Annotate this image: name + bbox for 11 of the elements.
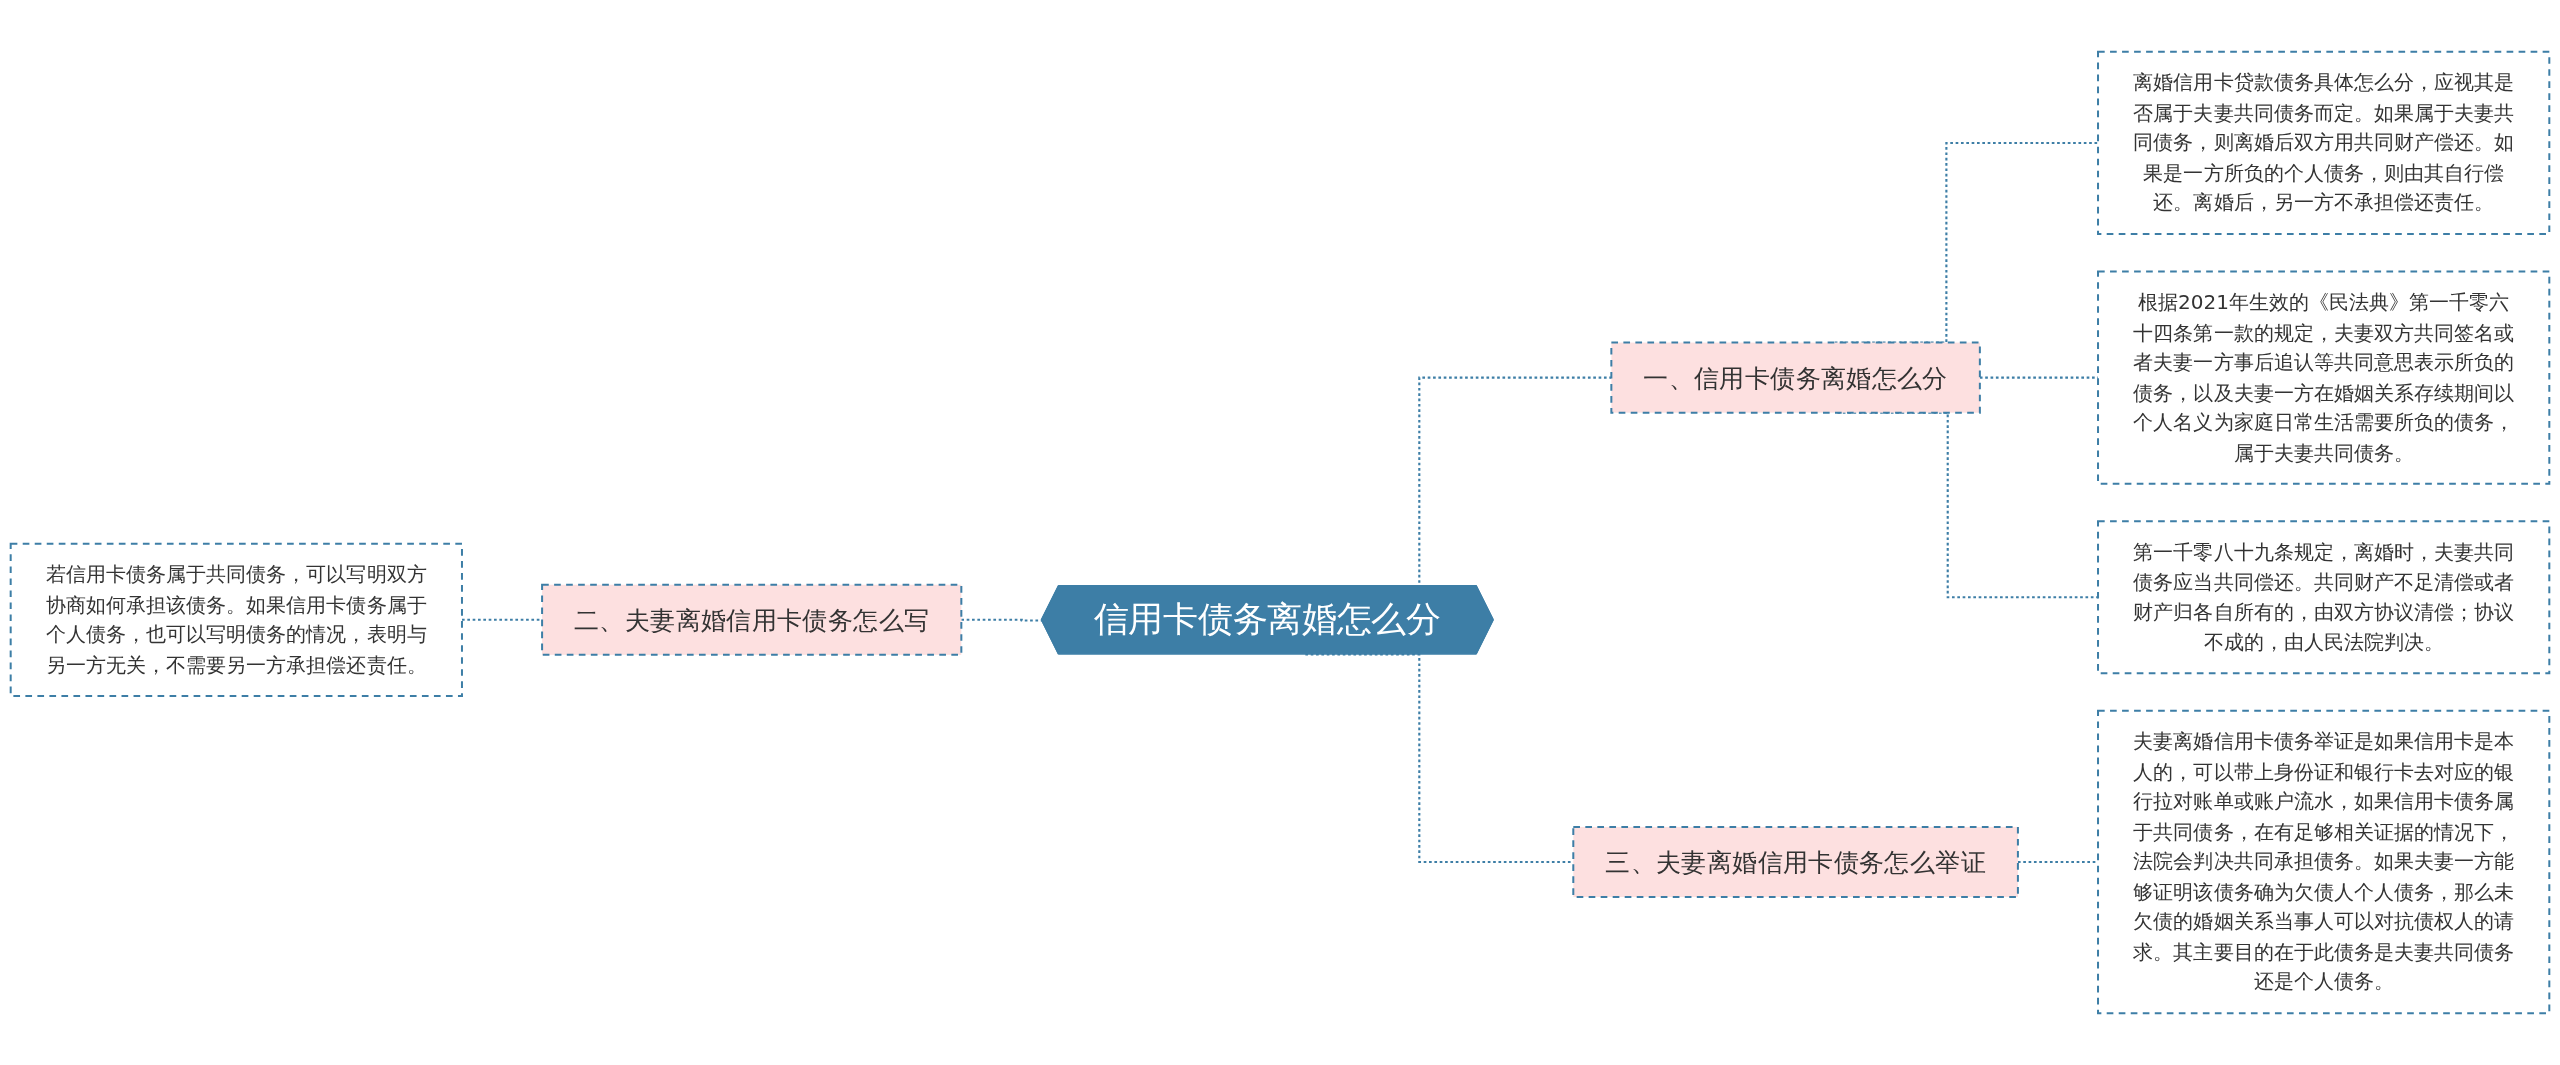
connector (1979, 376, 2098, 379)
node-box: 三、夫妻离婚信用卡债务怎么举证 (1572, 825, 2019, 898)
node-box: 二、夫妻离婚信用卡债务怎么写 (541, 583, 963, 656)
node-box: 第一千零八十九条规定，离婚时，夫妻共同债务应当共同偿还。共同财产不足清偿或者财产归各自所有的，由双方协议清偿；协议不成的，由人民法院判决。 (2097, 520, 2551, 675)
node-box: 根据2021年生效的《民法典》第一千零六十四条第一款的规定，夫妻双方共同签名或者夫妻一方事后追认等共同意思表示所负的债务，以及夫妻一方在婚姻关系存续期间以个人名义为家庭日常生活需要所负的债务，属于夫妻共同债务。 (2097, 270, 2551, 485)
connector (2017, 860, 2098, 864)
node-box: 离婚信用卡贷款债务具体怎么分，应视其是否属于夫妻共同债务而定。如果属于夫妻共同债务，则离婚后双方用共同财产偿还。如果是一方所负的个人债务，则由其自行偿还。离婚后，另一方不承担偿还责任。 (2097, 50, 2551, 236)
node-box: 一、信用卡债务离婚怎么分 (1610, 341, 1981, 414)
node-box: 若信用卡债务属于共同债务，可以写明双方协商如何承担该债务。如果信用卡债务属于个人债务，也可以写明债务的情况，表明与另一方无关，不需要另一方承担偿还责任。 (9, 542, 463, 697)
connector (1305, 653, 1574, 864)
node-box: 夫妻离婚信用卡债务举证是如果信用卡是本人的，可以带上身份证和银行卡去对应的银行拉对账单或账户流水，如果信用卡债务属于共同债务，在有足够相关证据的情况下，法院会判决共同承担债务。如果夫妻一方能够证明该债务确为欠债人个人债务，那么未欠债的婚姻关系当事人可以对抗债权人的请求。其主要目的在于此债务是夫妻共同债务还是个人债务。 (2097, 709, 2551, 1015)
